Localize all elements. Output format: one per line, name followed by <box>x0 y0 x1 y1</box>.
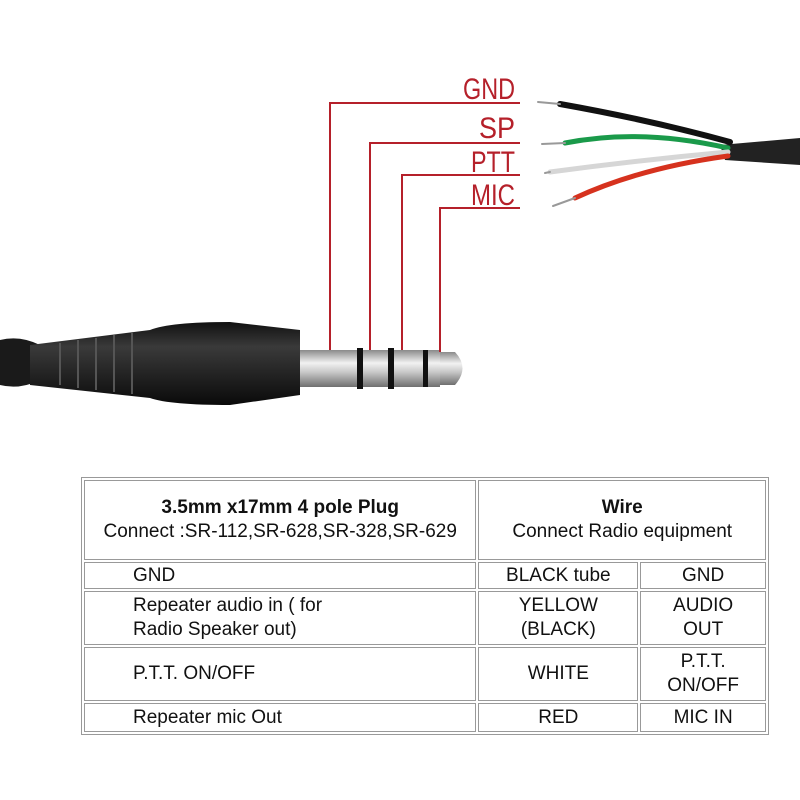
pin-label-mic: MIC <box>471 179 515 212</box>
wire-cell: RED <box>478 703 639 732</box>
plug-header-cell: 3.5mm x17mm 4 pole Plug Connect :SR-112,… <box>84 480 477 560</box>
wire-cell: WHITE <box>478 647 639 701</box>
wire-cell: BLACK tube <box>478 562 639 589</box>
function-cell: P.T.T. ON/OFF <box>640 647 766 701</box>
plug-cell: GND <box>84 562 477 589</box>
audio-jack-plug <box>0 322 463 405</box>
function-cell: MIC IN <box>640 703 766 732</box>
table-row: Repeater audio in ( for Radio Speaker ou… <box>84 591 766 645</box>
ptt-leader <box>401 174 520 350</box>
wire-header-cell: Wire Connect Radio equipment <box>478 480 766 560</box>
table-row: GND BLACK tube GND <box>84 562 766 589</box>
wire-title: Wire <box>601 497 643 518</box>
wiring-diagram: GND SP PTT MIC <box>0 73 800 405</box>
plug-cell: P.T.T. ON/OFF <box>84 647 477 701</box>
plug-subtitle: Connect :SR-112,SR-628,SR-328,SR-629 <box>103 521 457 542</box>
table-header-row: 3.5mm x17mm 4 pole Plug Connect :SR-112,… <box>84 480 766 560</box>
pin-leader-lines <box>329 102 520 352</box>
sp-leader <box>369 142 520 350</box>
stripped-wires <box>537 101 800 207</box>
mic-leader <box>439 207 520 352</box>
function-cell: GND <box>640 562 766 589</box>
pin-label-sp: SP <box>479 112 515 145</box>
plug-title: 3.5mm x17mm 4 pole Plug <box>161 497 400 518</box>
wire-subtitle: Connect Radio equipment <box>512 521 733 542</box>
pinout-table: 3.5mm x17mm 4 pole Plug Connect :SR-112,… <box>81 477 769 735</box>
function-cell: AUDIO OUT <box>640 591 766 645</box>
table-row: P.T.T. ON/OFF WHITE P.T.T. ON/OFF <box>84 647 766 701</box>
plug-cell: Repeater mic Out <box>84 703 477 732</box>
gnd-leader <box>329 102 520 350</box>
plug-cell: Repeater audio in ( for Radio Speaker ou… <box>84 591 477 645</box>
pin-label-ptt: PTT <box>471 146 515 179</box>
wire-cell: YELLOW (BLACK) <box>478 591 639 645</box>
pin-label-gnd: GND <box>463 73 515 106</box>
table-row: Repeater mic Out RED MIC IN <box>84 703 766 732</box>
